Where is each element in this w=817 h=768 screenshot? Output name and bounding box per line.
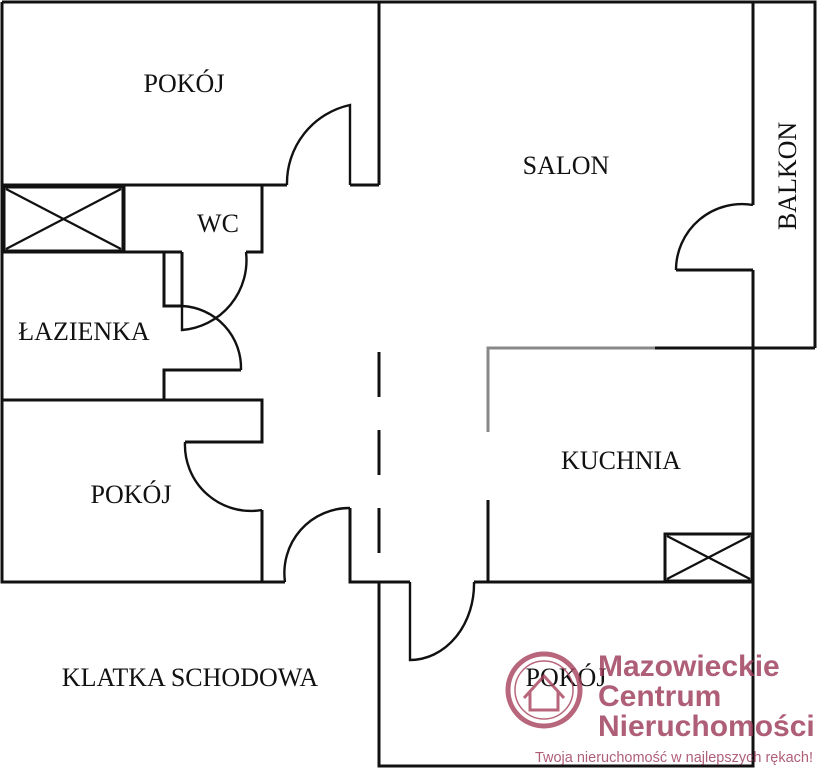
- room-label-klatka: KLATKA SCHODOWA: [62, 663, 319, 692]
- room-label-pokoj-top: POKÓJ: [144, 69, 225, 98]
- brand-tagline: Twoja nieruchomość w najlepszych rękach!: [535, 750, 813, 766]
- door-hall: [283, 506, 351, 583]
- doors: [180, 103, 754, 662]
- room-label-pokoj-bottom: POKÓJ: [526, 663, 607, 692]
- brand-line-3: Nieruchomości: [598, 710, 815, 743]
- room-label-lazienka: ŁAZIENKA: [18, 317, 150, 346]
- room-labels: POKÓJ SALON BALKON WC ŁAZIENKA POKÓJ KUC…: [18, 69, 802, 692]
- room-label-balkon: BALKON: [773, 122, 802, 231]
- room-label-kuchnia: KUCHNIA: [561, 446, 681, 475]
- house-in-circle-icon: [505, 651, 583, 729]
- door-pokoj-bottom: [408, 581, 476, 662]
- door-pokoj-left: [183, 441, 263, 513]
- door-lazienka: [181, 304, 243, 371]
- pokoj-left-top-wall: [2, 398, 264, 444]
- ventilation-shaft-kitchen: [663, 532, 754, 583]
- hall-bottom-wall-b: [348, 508, 410, 584]
- room-label-wc: WC: [197, 209, 239, 238]
- room-label-pokoj-left: POKÓJ: [91, 480, 172, 509]
- lazienka-lower-wall: [162, 368, 241, 400]
- shaft-left-cross-b: [5, 188, 122, 250]
- door-pokoj-top: [285, 103, 352, 186]
- door-wc: [180, 251, 248, 332]
- ventilation-shaft-left: [2, 185, 125, 253]
- kitchen-partition-top: [486, 346, 655, 432]
- brand-line-1: Mazowieckie: [598, 650, 780, 683]
- outer-wall-left: [0, 2, 262, 584]
- door-balcony: [674, 202, 754, 271]
- lazienka-partition: [162, 252, 184, 308]
- room-label-salon: SALON: [523, 151, 610, 180]
- watermark: Mazowieckie Centrum Nieruchomości Twoja …: [505, 650, 815, 766]
- brand-line-2: Centrum: [598, 680, 721, 713]
- wc-right-wall: [246, 185, 264, 254]
- shaft-kitchen-cross-b: [666, 535, 751, 580]
- balcony-outline: [753, 0, 817, 348]
